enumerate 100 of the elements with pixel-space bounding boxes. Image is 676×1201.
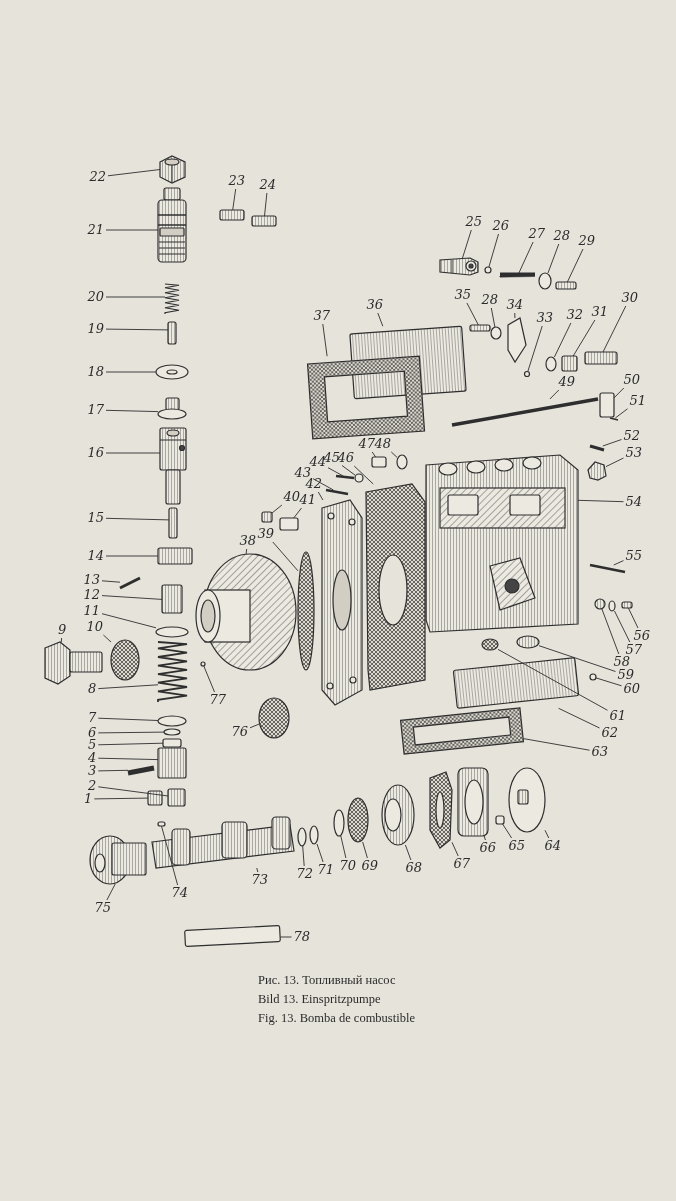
callout-number: 19: [86, 322, 106, 336]
ring-drawing: [396, 454, 408, 470]
callout-number: 66: [478, 841, 498, 855]
leader-line: [466, 302, 479, 326]
screw-drawing: [584, 351, 618, 365]
plunger-drawing: [168, 507, 178, 539]
callout-number: 1: [83, 792, 94, 806]
callout-number: 52: [622, 429, 642, 443]
leader-line: [232, 188, 237, 211]
leader-line: [341, 465, 356, 476]
valve-drawing: [167, 321, 177, 345]
leader-line: [105, 517, 170, 521]
callout-number: 58: [612, 655, 632, 669]
callout-number: 33: [535, 311, 555, 325]
leader-line: [627, 607, 639, 629]
ring-drawing: [309, 825, 319, 845]
callout-number: 72: [295, 867, 315, 881]
leader-line: [102, 634, 112, 643]
spring-drawing: [164, 283, 180, 315]
callout-number: 42: [304, 477, 324, 491]
callout-number: 13: [82, 573, 102, 587]
leader-line: [203, 665, 215, 693]
callout-number: 4: [87, 751, 98, 765]
lever-drawing: [507, 317, 527, 364]
gasket-drawing: [399, 707, 525, 755]
washer-drawing: [545, 356, 557, 372]
leader-line: [97, 717, 159, 721]
callout-number: 67: [452, 857, 472, 871]
bolt-drawing: [469, 324, 491, 332]
leader-line: [272, 541, 299, 572]
leader-line: [322, 323, 328, 357]
leader-line: [377, 312, 384, 327]
callout-number: 21: [86, 223, 106, 237]
screw-drawing: [621, 601, 633, 609]
leader-line: [97, 684, 159, 690]
key-drawing: [157, 821, 166, 827]
leader-line: [101, 613, 157, 629]
callout-number: 26: [491, 219, 511, 233]
leader-line: [97, 757, 159, 761]
callout-number: 6: [87, 726, 98, 740]
valve-holder-drawing: [157, 187, 187, 263]
leader-line: [614, 610, 631, 643]
screw-drawing: [555, 281, 577, 290]
leader-line: [497, 648, 608, 711]
leader-line: [106, 883, 116, 901]
leader-line: [105, 555, 159, 557]
bearing-drawing: [381, 784, 415, 846]
leader-line: [256, 867, 259, 873]
leader-line: [97, 786, 169, 797]
ring-drawing: [157, 715, 187, 727]
plate-drawing: [321, 499, 363, 706]
callout-number: 54: [624, 495, 644, 509]
leader-line: [553, 322, 572, 358]
leader-line: [538, 645, 616, 672]
leader-line: [547, 243, 560, 274]
leader-line: [462, 229, 472, 259]
leader-line: [249, 723, 260, 729]
callout-number: 53: [624, 446, 644, 460]
coupling-drawing: [89, 835, 147, 885]
leader-line: [404, 844, 412, 861]
callout-number: 36: [365, 298, 385, 312]
callout-number: 28: [480, 293, 500, 307]
gasket-drawing: [306, 355, 426, 440]
washer-drawing: [490, 326, 502, 340]
nut-drawing: [589, 673, 597, 681]
callout-number: 65: [507, 839, 527, 853]
ring-drawing: [333, 809, 345, 837]
callout-number: 8: [87, 682, 98, 696]
callout-number: 69: [360, 859, 380, 873]
leader-line: [279, 936, 292, 938]
bolt-drawing: [44, 641, 103, 685]
cap-nut-drawing: [159, 155, 186, 184]
callout-number: 51: [628, 394, 648, 408]
callout-number: 73: [250, 873, 270, 887]
tappet-drawing: [157, 747, 187, 779]
leader-line: [316, 843, 324, 863]
callout-number: 38: [238, 534, 258, 548]
leader-line: [502, 823, 513, 839]
callout-number: 78: [292, 930, 312, 944]
pin-drawing: [127, 765, 155, 776]
key-drawing: [495, 815, 505, 825]
leader-line: [566, 248, 584, 283]
leader-line: [105, 409, 159, 413]
leader-line: [602, 439, 622, 447]
callout-number: 37: [312, 309, 332, 323]
leader-line: [271, 504, 283, 514]
flange-drawing: [195, 553, 297, 671]
nut-drawing: [594, 598, 606, 610]
callout-number: 56: [632, 629, 652, 643]
pin-drawing: [325, 488, 349, 496]
callout-number: 18: [86, 365, 106, 379]
callout-number: 7: [87, 711, 98, 725]
bushing-drawing: [279, 517, 299, 531]
leader-line: [101, 595, 163, 600]
washer-drawing: [155, 364, 189, 380]
callout-number: 76: [230, 725, 250, 739]
barrel-drawing: [159, 427, 187, 505]
leader-line: [107, 169, 161, 177]
leader-line: [353, 465, 374, 485]
callout-number: 63: [590, 745, 610, 759]
